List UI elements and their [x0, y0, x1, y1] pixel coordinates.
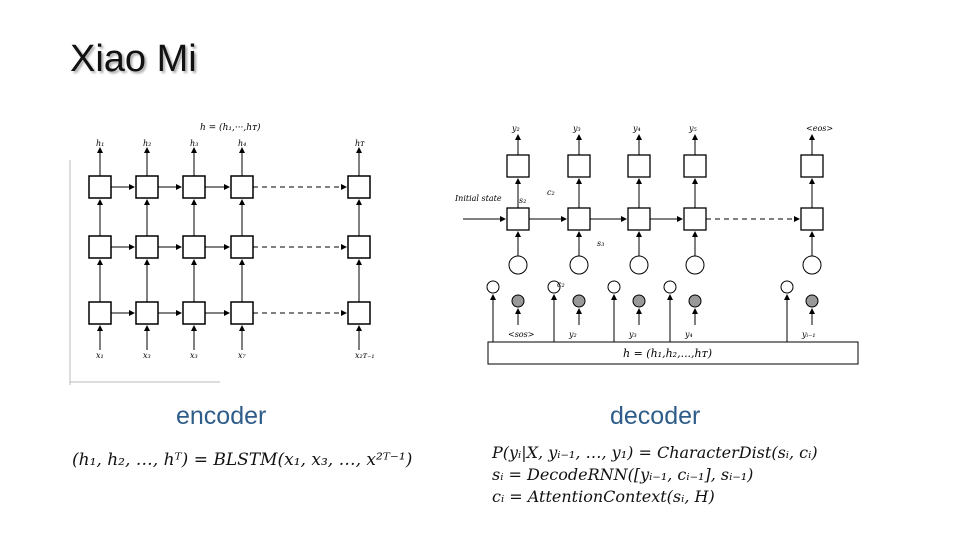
attention-node	[629, 255, 649, 275]
lstm-cell	[88, 301, 112, 325]
lstm-cell	[88, 235, 112, 259]
decoder-output-cell	[567, 154, 591, 178]
decoder-output-cell	[627, 154, 651, 178]
lstm-cell	[347, 175, 371, 199]
encoder-top-label: h = (h₁,···,hᴛ)	[200, 122, 261, 133]
decoder-input-label: y₂	[568, 330, 577, 339]
context-node	[547, 280, 561, 294]
lstm-cell	[230, 175, 254, 199]
decoder-input-label: yᵢ₋₁	[801, 330, 816, 339]
decoder-output-label: y₂	[511, 124, 520, 133]
embedding-node	[688, 294, 702, 308]
embedding-node	[572, 294, 586, 308]
decoder-state-cell	[567, 207, 591, 231]
decoder-state-label: s₃	[597, 239, 604, 248]
encoder-input-label: x₂ᴛ₋₁	[355, 351, 375, 360]
decoder-state-label: c₂	[557, 280, 565, 289]
decoder-state-cell	[506, 207, 530, 231]
decoder-formula-context: cᵢ = AttentionContext(sᵢ, H)	[492, 487, 715, 506]
encoder-output-label: h₃	[190, 139, 198, 148]
decoder-input-label: y₃	[628, 330, 637, 339]
lstm-cell	[182, 301, 206, 325]
attention-node	[508, 255, 528, 275]
lstm-cell	[230, 301, 254, 325]
decoder-state-cell	[683, 207, 707, 231]
encoder-grid: h₁ x₁ h₂ x₃ h₃ x₃ h₄ x₇ hᴛ x₂ᴛ₋₁	[69, 139, 375, 385]
encoder-formula: (h₁, h₂, …, hᵀ) = BLSTM(x₁, x₃, …, x²ᵀ⁻¹…	[72, 450, 413, 470]
decoder-output-cell	[683, 154, 707, 178]
decoder-formula-state: sᵢ = DecodeRNN([yᵢ₋₁, cᵢ₋₁], sᵢ₋₁)	[492, 465, 754, 484]
lstm-cell	[135, 235, 159, 259]
context-node	[780, 280, 794, 294]
decoder-grid: y₂ <sos> y₃ y₂ y₄ y₃ y₅ y₄ <eos> yᵢ₋₁ c₂ s₂ s₃ c₂	[463, 124, 833, 342]
encoder-output-label: h₄	[238, 139, 246, 148]
decoder-state-cell	[800, 207, 824, 231]
encoder-output-label: h₂	[143, 139, 151, 148]
decoder-output-cell	[800, 154, 824, 178]
encoder-memory-bar	[487, 341, 859, 365]
decoder-output-cell	[506, 154, 530, 178]
embedding-node	[511, 294, 525, 308]
context-node	[607, 280, 621, 294]
encoder-caption: encoder	[176, 402, 267, 430]
encoder-input-label: x₃	[143, 351, 151, 360]
decoder-formula-prob: P(yᵢ|X, yᵢ₋₁, …, y₁) = CharacterDist(sᵢ,…	[492, 443, 818, 462]
decoder-state-label: c₂	[547, 188, 555, 197]
encoder-output-label: hᴛ	[355, 139, 365, 148]
lstm-cell	[347, 301, 371, 325]
lstm-cell	[182, 235, 206, 259]
context-node	[486, 280, 500, 294]
decoder-diagram: y₂ <sos> y₃ y₂ y₄ y₃ y₅ y₄ <eos> yᵢ₋₁ c₂ s₂ s₃ c₂ Ini…	[455, 124, 859, 365]
decoder-output-label: y₃	[572, 124, 581, 133]
decoder-caption: decoder	[610, 402, 701, 430]
decoder-input-label: <sos>	[508, 330, 534, 339]
lstm-cell	[135, 175, 159, 199]
embedding-node	[632, 294, 646, 308]
attention-node	[569, 255, 589, 275]
decoder-input-label: y₄	[684, 330, 693, 339]
embedding-node	[805, 294, 819, 308]
decoder-output-label: <eos>	[806, 124, 833, 133]
encoder-input-label: x₃	[190, 351, 198, 360]
decoder-formulas: P(yᵢ|X, yᵢ₋₁, …, y₁) = CharacterDist(sᵢ,…	[492, 442, 818, 508]
context-node	[663, 280, 677, 294]
slide-title: Xiao Mi	[70, 38, 197, 80]
decoder-state-label: s₂	[519, 196, 526, 205]
decoder-output-label: y₄	[632, 124, 641, 133]
decoder-initial-state-label: Initial state	[455, 194, 502, 203]
encoder-diagram: h = (h₁,···,hᴛ) h₁ x₁ h₂ x₃ h₃ x₃ h₄ x₇ hᴛ x₂ᴛ₋₁	[69, 122, 375, 385]
decoder-output-label: y₅	[688, 124, 698, 133]
decoder-bottom-label: h = (h₁,h₂,...,hᴛ)	[623, 347, 712, 360]
lstm-cell	[88, 175, 112, 199]
attention-node	[685, 255, 705, 275]
lstm-cell	[347, 235, 371, 259]
encoder-output-label: h₁	[96, 139, 104, 148]
lstm-cell	[182, 175, 206, 199]
decoder-state-cell	[627, 207, 651, 231]
encoder-input-label: x₁	[96, 351, 104, 360]
lstm-cell	[230, 235, 254, 259]
lstm-cell	[135, 301, 159, 325]
encoder-input-label: x₇	[238, 351, 247, 360]
attention-node	[802, 255, 822, 275]
